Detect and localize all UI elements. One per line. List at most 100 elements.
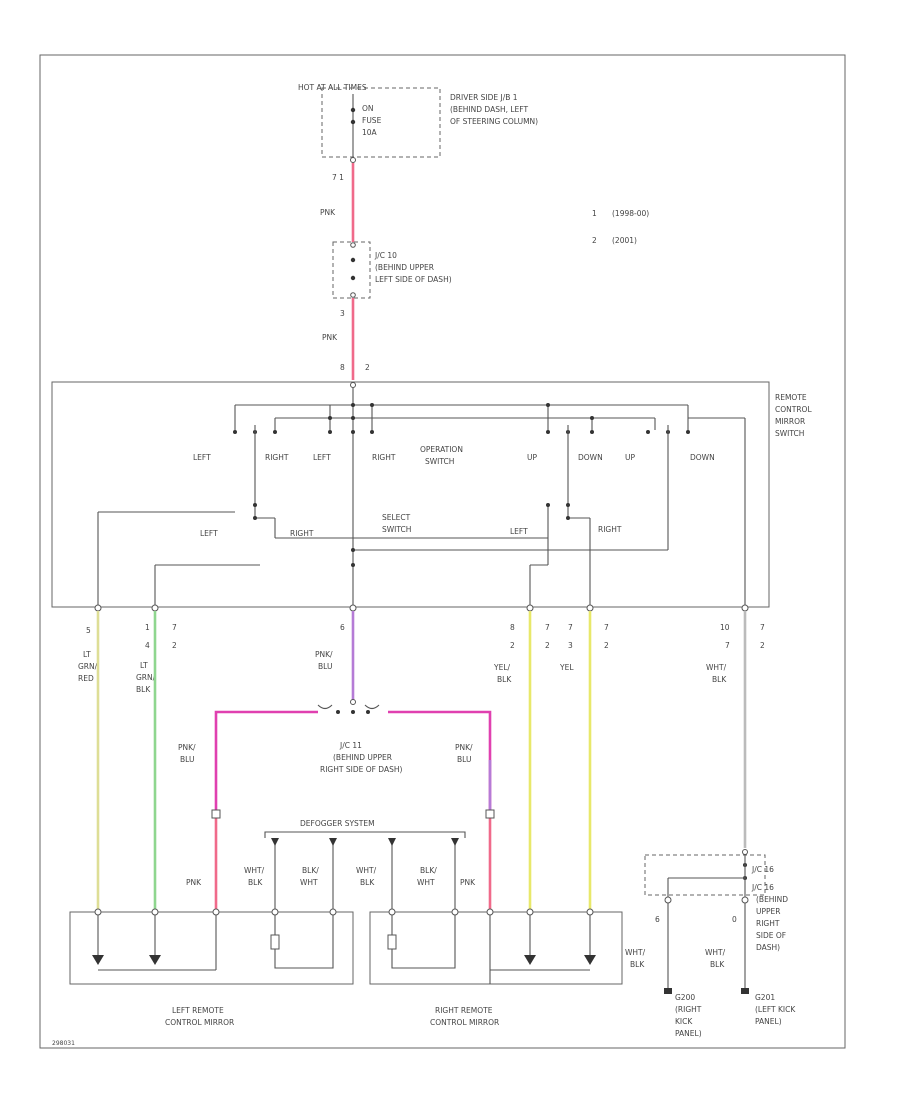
g200-1: G200 (675, 993, 695, 1002)
right-mirror-label-2: CONTROL MIRROR (430, 1018, 499, 1027)
select-label-left-2: LEFT (510, 527, 528, 536)
operation-switch-2: SWITCH (425, 457, 454, 466)
jc16-wire-right-2: BLK (710, 960, 725, 969)
lm-wire-2a: WHT/ (244, 866, 265, 875)
jc10-label-3: LEFT SIDE OF DASH) (375, 275, 452, 284)
lm-wire-2b: BLK (248, 878, 263, 887)
jc11-left-wire-2: BLU (180, 755, 194, 764)
w2-pin-b: 4 (145, 641, 150, 650)
jc11: J/C 11 (BEHIND UPPER RIGHT SIDE OF DASH)… (178, 699, 473, 774)
w4-pin-a: 8 (510, 623, 515, 632)
jc10-label-2: (BEHIND UPPER (375, 263, 434, 272)
defogger-system: DEFOGGER SYSTEM (264, 819, 466, 910)
jc16-label-6: SIDE OF (756, 931, 786, 940)
w2-pin-d: 2 (172, 641, 177, 650)
switch-label-4: SWITCH (775, 429, 804, 438)
select-label-right-2: RIGHT (598, 525, 622, 534)
op-label-right-1: RIGHT (265, 453, 289, 462)
wire-magenta-right (388, 710, 492, 810)
jc16-label-4: UPPER (756, 907, 781, 916)
rm-wire-3: PNK (460, 878, 476, 887)
lm-wire-1: PNK (186, 878, 202, 887)
jc16-wire-right-1: WHT/ (705, 948, 726, 957)
jc16-pin-right: 0 (732, 915, 737, 924)
note-1-text: (1998-00) (612, 209, 649, 218)
jc16-wire-left-2: BLK (630, 960, 645, 969)
ground-g201-icon (741, 988, 749, 994)
switch-label-1: REMOTE (775, 393, 807, 402)
defogger-label: DEFOGGER SYSTEM (300, 819, 375, 828)
w6-pin-d: 2 (760, 641, 765, 650)
jc11-label-2: (BEHIND UPPER (333, 753, 392, 762)
footer-code: 298031 (52, 1040, 75, 1047)
g200-4: PANEL) (675, 1029, 702, 1038)
w2-line3: BLK (136, 685, 151, 694)
left-remote-control-mirror: LEFT REMOTE CONTROL MIRROR (69, 908, 354, 1027)
w2-pin-c: 7 (172, 623, 177, 632)
select-switch-2: SWITCH (382, 525, 411, 534)
right-remote-control-mirror: RIGHT REMOTE CONTROL MIRROR (369, 908, 623, 1027)
w5-pin-d: 2 (604, 641, 609, 650)
fuse-line-3: 10A (362, 128, 378, 137)
op-label-down-1: DOWN (578, 453, 603, 462)
w4-pin-c: 7 (545, 623, 550, 632)
jc10-pin-below: 3 (340, 309, 345, 318)
w5-pin-c: 7 (604, 623, 609, 632)
w2-line1: LT (140, 661, 148, 670)
select-switch-1: SELECT (382, 513, 411, 522)
jc10: J/C 10 (BEHIND UPPER LEFT SIDE OF DASH) … (322, 241, 452, 372)
w4-line1: YEL/ (493, 663, 510, 672)
rm-wire-2a: BLK/ (420, 866, 437, 875)
jc10-label-1: J/C 10 (374, 251, 397, 260)
op-label-left-1: LEFT (193, 453, 211, 462)
w5-line1: YEL (559, 663, 574, 672)
wire-magenta-left (214, 710, 318, 810)
g201-2: (LEFT KICK (755, 1005, 796, 1014)
fuse-line-1: ON (362, 104, 374, 113)
note-2-text: (2001) (612, 236, 637, 245)
jc16-label-5: RIGHT (756, 919, 780, 928)
jc16-label-3: (BEHIND (756, 895, 788, 904)
fuse-location-3: OF STEERING COLUMN) (450, 117, 538, 126)
remote-control-mirror-switch: REMOTE CONTROL MIRROR SWITCH (51, 381, 812, 612)
op-label-right-2: RIGHT (372, 453, 396, 462)
jc16-label-7: DASH) (756, 943, 780, 952)
fuse-pin-label: 7 1 (332, 173, 344, 182)
rm-wire-1b: BLK (360, 878, 375, 887)
note-2-num: 2 (592, 236, 597, 245)
jc16: J/C 16 J/C 16 (BEHIND UPPER RIGHT SIDE O… (625, 849, 796, 1038)
w6-line2: BLK (712, 675, 727, 684)
w4-pin-d: 2 (545, 641, 550, 650)
w2-pin-a: 1 (145, 623, 150, 632)
lm-wire-3a: BLK/ (302, 866, 319, 875)
rm-wire-2b: WHT (417, 878, 435, 887)
jc11-right-wire-1: PNK/ (455, 743, 473, 752)
w6-line1: WHT/ (706, 663, 727, 672)
fuse-location-2: (BEHIND DASH, LEFT (450, 105, 528, 114)
op-label-down-2: DOWN (690, 453, 715, 462)
w3-line1: PNK/ (315, 650, 333, 659)
top-fuse: HOT AT ALL TIMES ON FUSE 10A DRIVER SIDE… (298, 83, 538, 217)
note-1-num: 1 (592, 209, 597, 218)
w5-pin-b: 3 (568, 641, 573, 650)
left-mirror-label-2: CONTROL MIRROR (165, 1018, 234, 1027)
fuse-wire-label: PNK (320, 208, 336, 217)
g200-2: (RIGHT (675, 1005, 702, 1014)
g201-3: PANEL) (755, 1017, 782, 1026)
jc11-left-wire-1: PNK/ (178, 743, 196, 752)
jc16-label-2: J/C 16 (751, 883, 774, 892)
jc10-wire-below: PNK (322, 333, 338, 342)
w3-line2: BLU (318, 662, 332, 671)
g201-1: G201 (755, 993, 775, 1002)
w1-line2: GRN/ (78, 662, 98, 671)
operation-switch-1: OPERATION (420, 445, 463, 454)
left-mirror-label-1: LEFT REMOTE (172, 1006, 224, 1015)
jc11-label-3: RIGHT SIDE OF DASH) (320, 765, 402, 774)
outer-frame (39, 54, 846, 1049)
lm-wire-3b: WHT (300, 878, 318, 887)
jc16-label-1: J/C 16 (751, 865, 774, 874)
switch-label-3: MIRROR (775, 417, 805, 426)
select-label-right-1: RIGHT (290, 529, 314, 538)
ground-g200-icon (664, 988, 672, 994)
fuse-box-outline (321, 87, 441, 158)
